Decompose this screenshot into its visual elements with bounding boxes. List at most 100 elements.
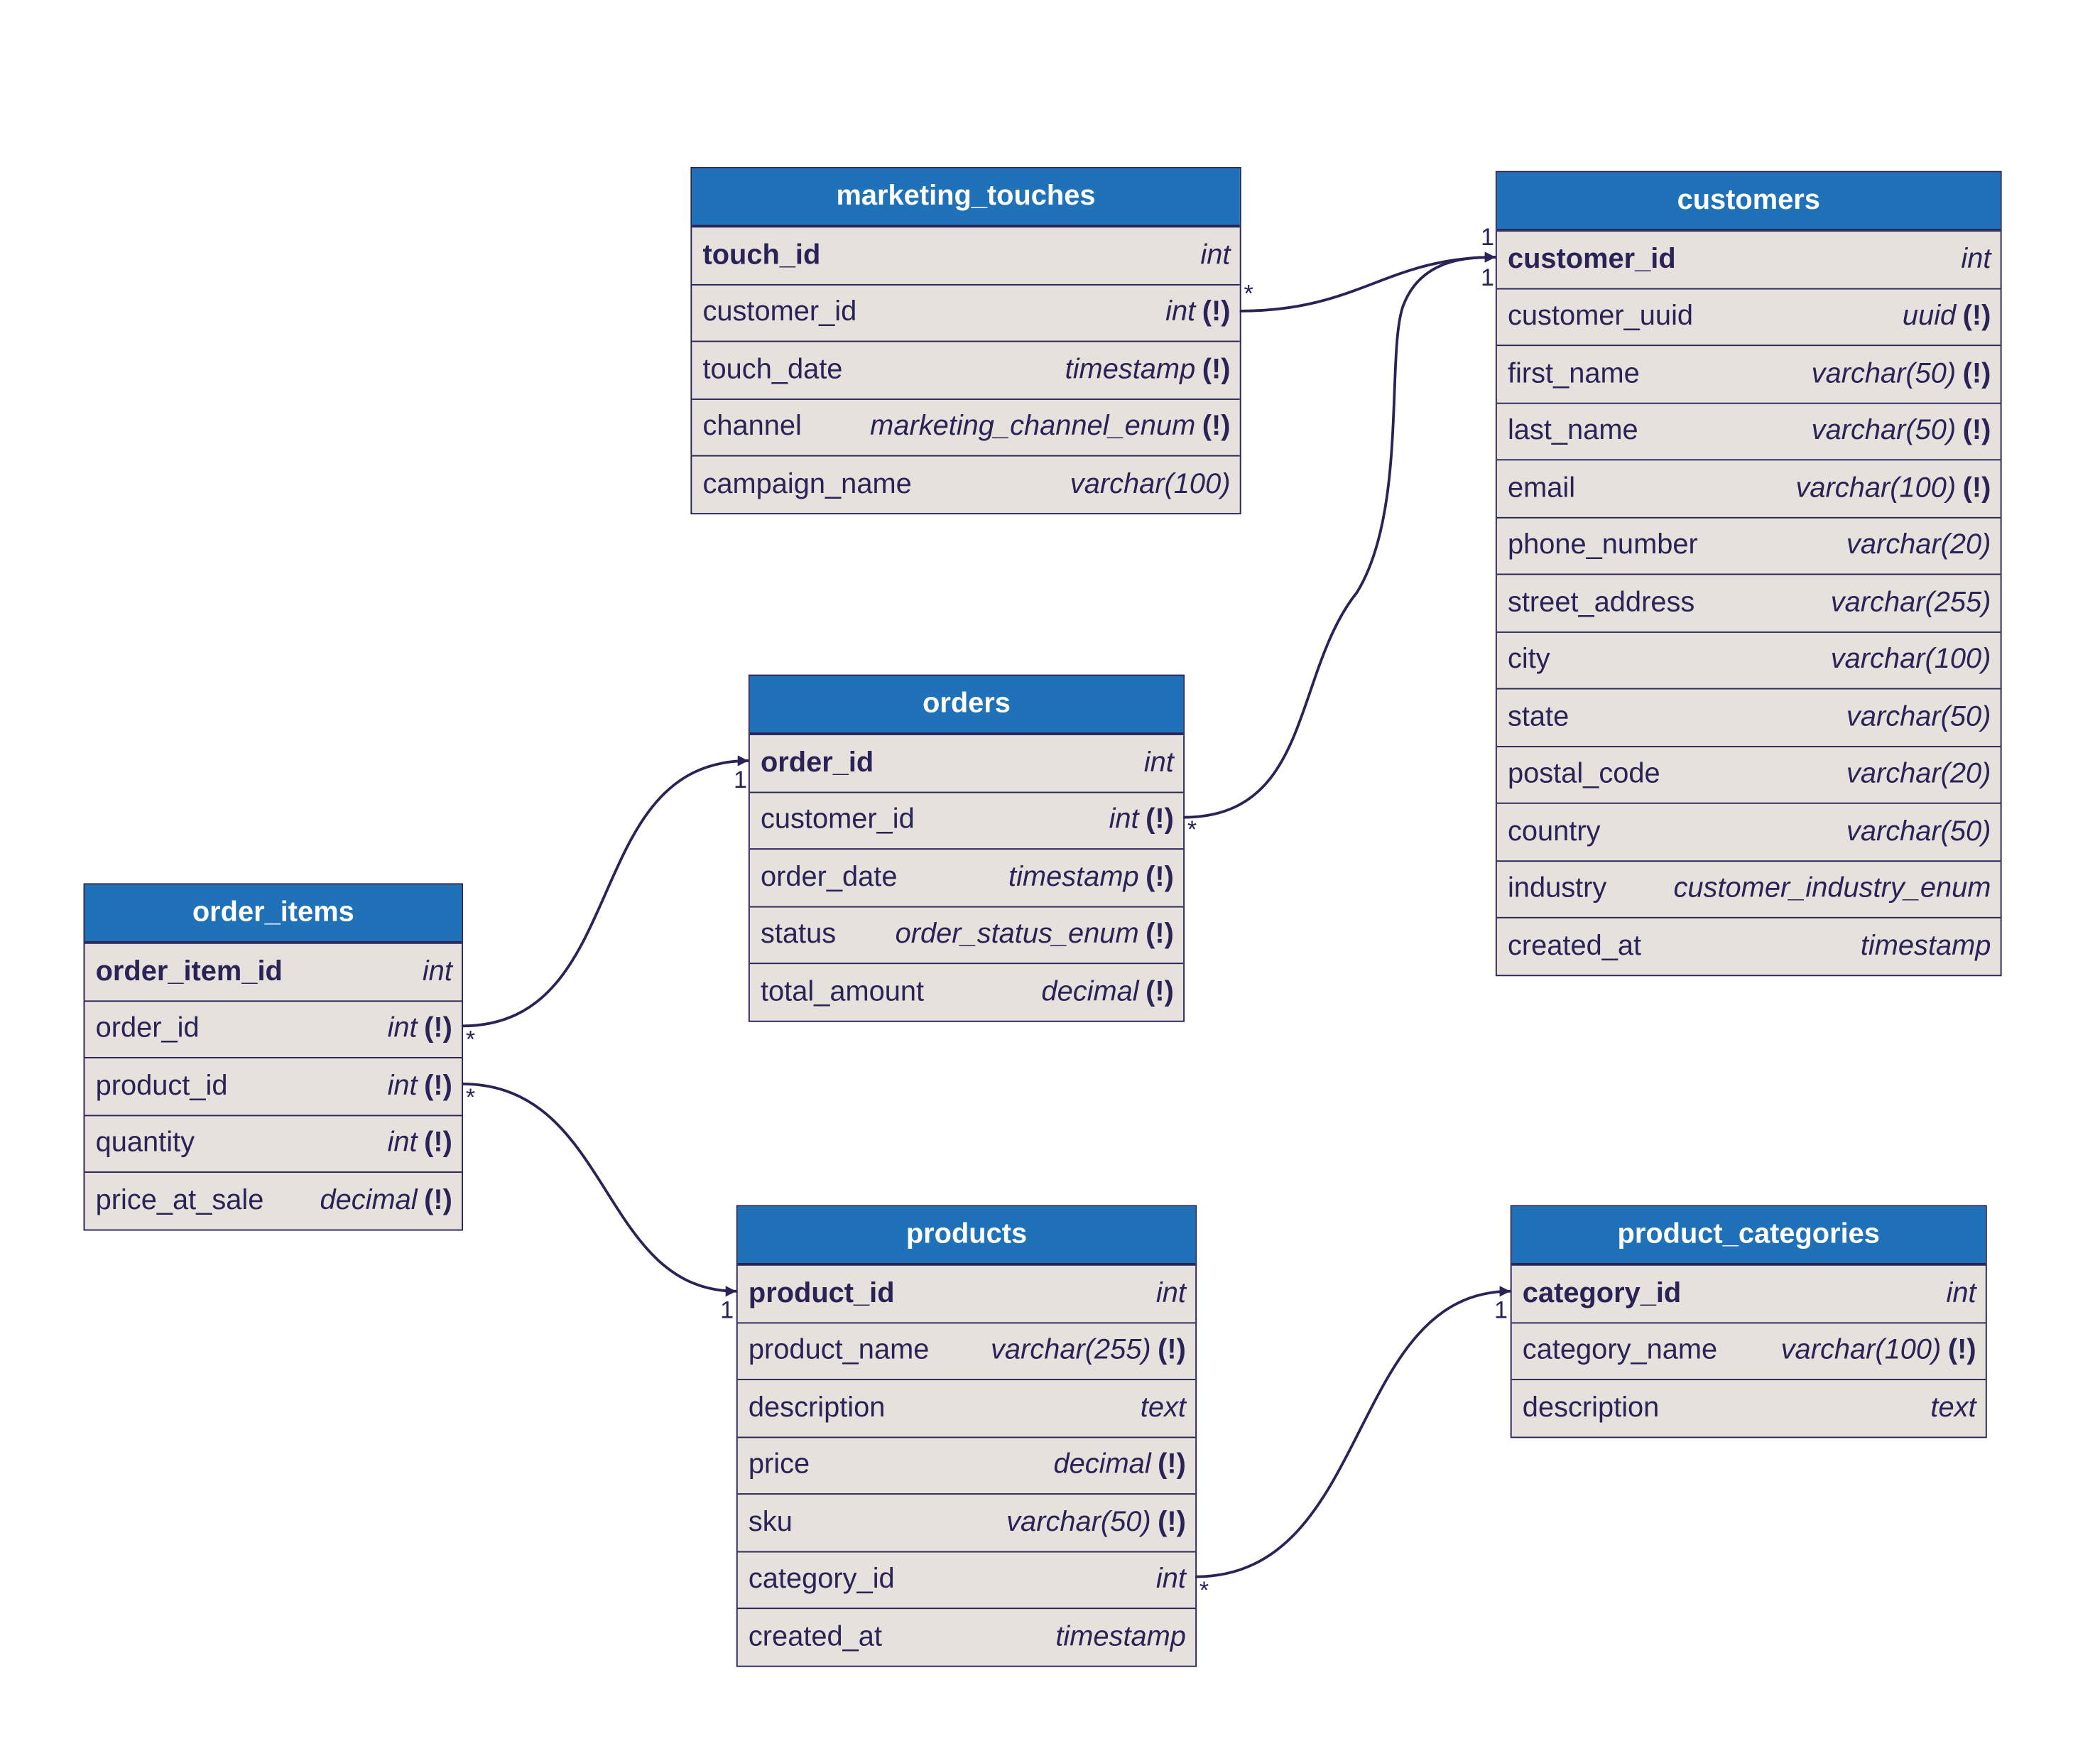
column-name: last_name — [1507, 415, 1638, 446]
arrowhead-icon — [1499, 1286, 1511, 1297]
column-type: uuid — [1902, 300, 1957, 332]
column-row[interactable]: last_name varchar(50)(!) — [1496, 401, 2001, 460]
table-header[interactable]: order_items — [85, 884, 462, 943]
cardinality-one: 1 — [1494, 1297, 1508, 1324]
column-type: varchar(50) — [1811, 357, 1957, 389]
column-type-group: text — [1930, 1392, 1976, 1424]
column-type-group: int(!) — [1165, 296, 1230, 328]
column-type-group: varchar(100)(!) — [1796, 472, 1991, 504]
arrowhead-icon — [1484, 251, 1496, 263]
column-name: order_id — [95, 1012, 200, 1044]
column-type-group: int — [1144, 747, 1174, 779]
table-header[interactable]: product_categories — [1511, 1206, 1986, 1264]
column-row[interactable]: customer_id int(!) — [692, 283, 1240, 341]
column-type-group: timestamp — [1055, 1621, 1186, 1653]
column-type: marketing_channel_enum — [870, 411, 1196, 443]
cardinality-one: 1 — [1481, 264, 1494, 291]
relationship-line[interactable] — [462, 759, 749, 1028]
relationship-line[interactable] — [1195, 1289, 1511, 1578]
column-name: country — [1507, 815, 1601, 847]
column-type-group: int(!) — [1109, 804, 1174, 836]
column-type-group: varchar(20) — [1846, 529, 1991, 561]
column-type: varchar(100) — [1795, 472, 1957, 504]
not-null-marker: (!) — [424, 1012, 452, 1044]
column-type-group: int — [1156, 1563, 1186, 1595]
not-null-marker: (!) — [1962, 300, 1991, 332]
relationship-line[interactable] — [462, 1082, 736, 1293]
column-name: channel — [702, 411, 802, 443]
column-type-group: varchar(50)(!) — [1812, 415, 1991, 447]
column-type: int — [1155, 1563, 1186, 1595]
column-row[interactable]: channel marketing_channel_enum(!) — [692, 398, 1240, 455]
table-header[interactable]: customers — [1496, 172, 2001, 231]
column-type: decimal — [320, 1184, 418, 1216]
column-type: decimal — [1053, 1449, 1151, 1480]
column-type: timestamp — [1008, 861, 1139, 893]
column-name: customer_id — [702, 296, 857, 328]
relationship-line[interactable] — [1239, 256, 1496, 313]
column-type: varchar(50) — [1846, 815, 1991, 847]
column-type-group: uuid(!) — [1903, 300, 1991, 332]
column-type: int — [1165, 296, 1196, 328]
not-null-marker: (!) — [424, 1070, 452, 1102]
column-type-group: int(!) — [388, 1013, 452, 1045]
column-row[interactable]: country varchar(50) — [1496, 802, 2001, 860]
column-type-group: varchar(100) — [1831, 644, 1991, 676]
column-name: description — [1522, 1392, 1660, 1424]
table-header[interactable]: marketing_touches — [692, 168, 1240, 227]
column-type: varchar(50) — [1006, 1506, 1151, 1538]
table-header[interactable]: products — [737, 1206, 1196, 1264]
column-row[interactable]: order_id int(!) — [85, 999, 462, 1057]
column-row[interactable]: description text — [1511, 1378, 1986, 1436]
column-type-group: int — [1947, 1277, 1976, 1309]
column-type: varchar(50) — [1811, 415, 1957, 446]
column-name: first_name — [1507, 357, 1640, 389]
column-name: order_date — [760, 861, 898, 893]
column-type-group: marketing_channel_enum(!) — [870, 411, 1230, 443]
table-header[interactable]: orders — [749, 676, 1184, 735]
column-type: varchar(255) — [1830, 586, 1991, 618]
not-null-marker: (!) — [1158, 1506, 1186, 1538]
column-type-group: int — [1200, 239, 1230, 271]
column-type-group: varchar(255)(!) — [991, 1335, 1186, 1367]
column-type: timestamp — [1860, 930, 1991, 961]
